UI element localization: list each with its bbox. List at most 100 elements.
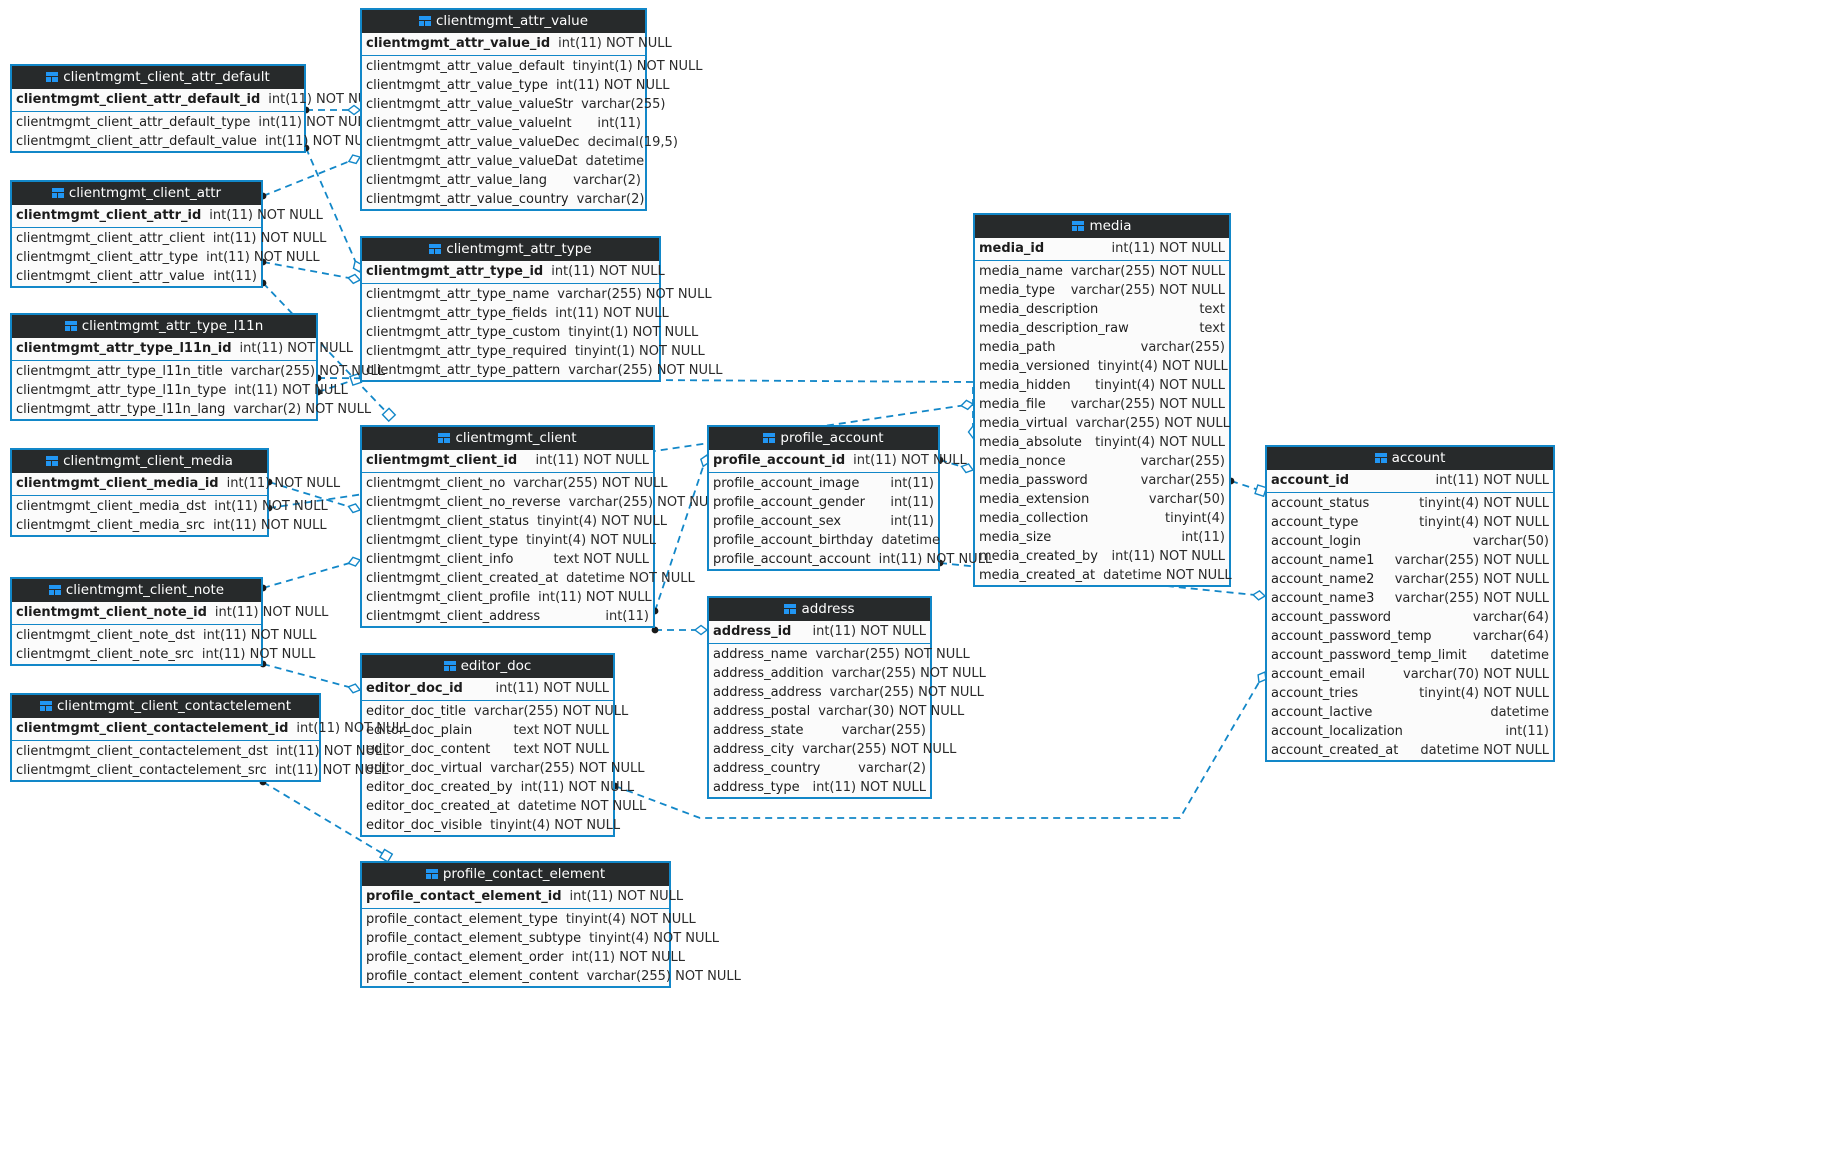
field-type: decimal(19,5) — [587, 135, 678, 150]
field-type: datetime — [1490, 705, 1549, 720]
entity-title: clientmgmt_attr_type_l11n — [81, 318, 264, 334]
field-type: tinyint(4) NOT NULL — [1419, 496, 1549, 511]
field-type: varchar(50) — [1472, 534, 1549, 549]
field-type: int(11) — [605, 609, 649, 624]
field-name: account_tries — [1271, 686, 1359, 701]
field-type: tinyint(1) NOT NULL — [574, 344, 705, 359]
field-type: int(11) NOT NULL — [812, 780, 926, 795]
field-name: profile_account_gender — [713, 495, 865, 510]
field-name: media_description_raw — [979, 321, 1129, 336]
field-type: int(11) NOT NULL — [275, 744, 390, 759]
entity-table-clientmgmt_client_media[interactable]: clientmgmt_client_media clientmgmt_client… — [10, 448, 340, 537]
field-type: varchar(255) NOT NULL — [831, 666, 986, 681]
field-type: int(11) NOT NULL — [878, 552, 993, 567]
field-type: int(11) NOT NULL — [214, 499, 328, 514]
field-type: varchar(70) NOT NULL — [1403, 667, 1549, 682]
field-name: address_city — [713, 742, 795, 757]
field-name: media_file — [979, 397, 1046, 412]
field-type: int(11) NOT NULL — [1111, 549, 1225, 564]
field-name: profile_account_account — [713, 552, 871, 567]
entity-title: clientmgmt_client_media — [63, 453, 233, 469]
entity-title: address — [801, 601, 855, 617]
field-type: tinyint(4) — [1164, 511, 1225, 526]
field-name: clientmgmt_attr_type_name — [366, 287, 550, 302]
relation-endpoint-diamond — [347, 273, 362, 285]
field-name: clientmgmt_client_attr_default_id — [16, 92, 261, 107]
table-icon — [46, 456, 59, 466]
field-name: clientmgmt_attr_type_fields — [366, 306, 548, 321]
field-type: datetime — [585, 154, 645, 169]
field-list: account_status tinyint(4) NOT NULL account… — [1267, 493, 1553, 760]
field-type: int(11) NOT NULL — [569, 889, 684, 904]
field-name: clientmgmt_attr_value_type — [366, 78, 548, 93]
field-name: account_status — [1271, 496, 1370, 511]
field-name: account_name3 — [1271, 591, 1375, 606]
field-name: clientmgmt_client_info — [366, 552, 514, 567]
field-type: int(11) NOT NULL — [226, 476, 341, 491]
field-name: clientmgmt_client_address — [366, 609, 541, 624]
field-type: datetime — [881, 533, 940, 548]
field-name: media_virtual — [979, 416, 1068, 431]
entity-header: clientmgmt_client_contactelement — [12, 695, 319, 718]
field-type: int(11) NOT NULL — [296, 721, 410, 736]
field-name: clientmgmt_attr_value_default — [366, 59, 565, 74]
field-type: tinyint(4) NOT NULL — [1095, 378, 1225, 393]
field-type: varchar(255) NOT NULL — [802, 742, 957, 757]
field-type: int(11) — [890, 495, 934, 510]
entity-title: clientmgmt_client — [455, 430, 577, 446]
field-type: int(11) — [1181, 530, 1225, 545]
relation-endpoint-square — [379, 848, 394, 863]
field-name: profile_account_birthday — [713, 533, 874, 548]
entity-title: editor_doc — [460, 658, 532, 674]
field-name: media_size — [979, 530, 1052, 545]
field-type: datetime NOT NULL — [566, 571, 695, 586]
field-type: varchar(255) — [1140, 340, 1225, 355]
field-type: varchar(255) — [841, 723, 926, 738]
field-name: clientmgmt_client_contactelement_src — [16, 763, 267, 778]
relationship-media-to-account — [1227, 477, 1268, 498]
entity-title: profile_account — [780, 430, 884, 446]
entity-table-clientmgmt_attr_value[interactable]: clientmgmt_attr_value clientmgmt_attr_val… — [360, 8, 703, 211]
field-name: account_type — [1271, 515, 1359, 530]
field-name: profile_account_image — [713, 476, 860, 491]
field-name: clientmgmt_client_status — [366, 514, 530, 529]
field-type: varchar(255) NOT NULL — [1394, 553, 1549, 568]
field-type: varchar(255) NOT NULL — [586, 969, 741, 984]
field-type: varchar(2) — [573, 173, 641, 188]
field-type: text — [1199, 321, 1225, 336]
entity-header: clientmgmt_attr_value — [362, 10, 645, 33]
field-type: int(11) NOT NULL — [209, 208, 323, 223]
field-name: media_absolute — [979, 435, 1082, 450]
